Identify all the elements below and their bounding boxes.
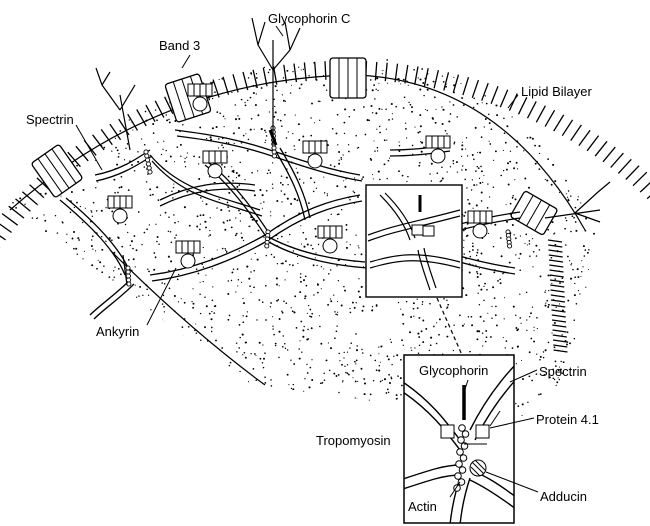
inset-label-tropomyosin: Tropomyosin bbox=[316, 433, 391, 448]
label-ankyrin: Ankyrin bbox=[96, 324, 139, 339]
inset-label-spectrin: Spectrin bbox=[539, 364, 587, 379]
label-spectrin: Spectrin bbox=[26, 112, 74, 127]
zoom-connector bbox=[437, 298, 462, 355]
inset-label-protein41: Protein 4.1 bbox=[536, 412, 599, 427]
label-lipid-bilayer: Lipid Bilayer bbox=[521, 84, 592, 99]
label-glycophorin-c: Glycophorin C bbox=[268, 11, 350, 26]
label-band3: Band 3 bbox=[159, 38, 200, 53]
zoom-region-box bbox=[366, 185, 462, 297]
band3-proteins bbox=[31, 58, 558, 235]
inset-label-glycophorin: Glycophorin bbox=[419, 363, 488, 378]
inset-label-actin: Actin bbox=[408, 499, 437, 514]
inset-label-adducin: Adducin bbox=[540, 489, 587, 504]
